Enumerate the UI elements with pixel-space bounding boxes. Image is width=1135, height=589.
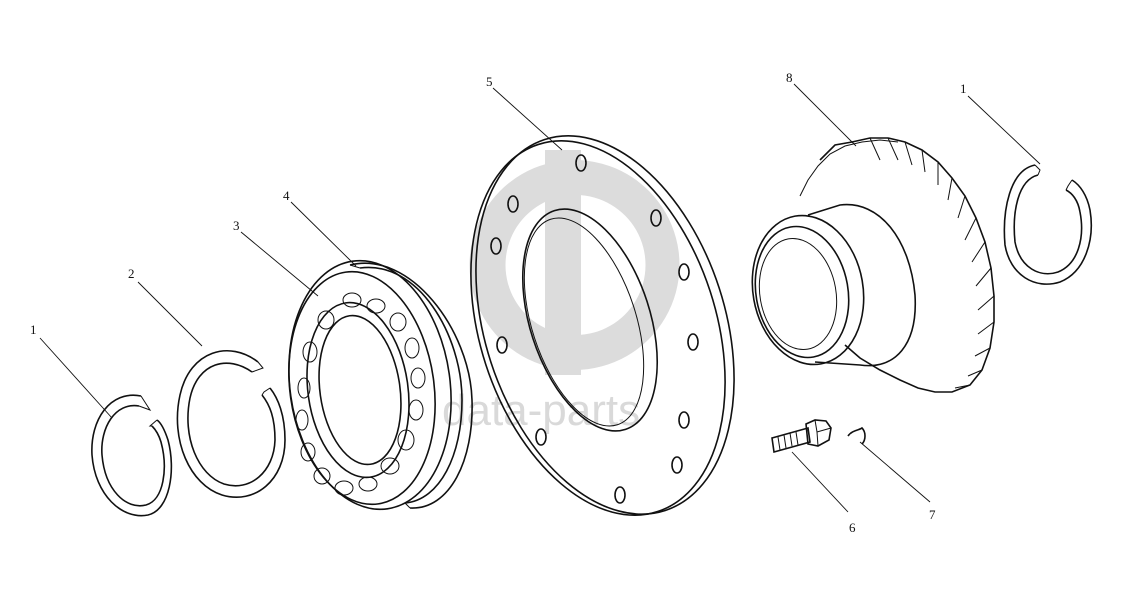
leader-5 [492,87,563,151]
callout-label-3: 3 [233,218,240,233]
leader-lines [39,83,1041,513]
callout-label-4: 4 [283,188,290,203]
leader-2 [137,281,203,347]
snap-ring-left [91,394,173,517]
callout-label-1a: 1 [30,322,37,337]
snap-ring-right [1003,164,1092,285]
lock-wire [847,426,866,445]
leader-7 [859,441,931,503]
bolt [771,419,832,454]
roller-bearing [288,259,452,511]
leader-6 [791,451,849,513]
callout-label-8: 8 [786,70,793,85]
watermark-text: data-parts [442,386,640,435]
watermark: data-parts [442,150,680,435]
callout-label-7: 7 [929,507,936,522]
gear-teeth [869,137,995,389]
bearing-rollers [295,292,426,496]
bearing-outer-race [349,262,473,509]
leader-1a [39,337,113,419]
retaining-ring [176,349,286,498]
callout-labels: 1 2 3 4 5 6 7 8 1 [30,70,967,535]
callout-label-6: 6 [849,520,856,535]
leader-1b [967,95,1041,165]
bearing-flange [470,135,735,516]
callout-label-5: 5 [486,74,493,89]
leader-4 [290,201,357,267]
leader-3 [240,231,319,297]
flange-bolt-holes [490,154,699,504]
callout-label-1b: 1 [960,81,967,96]
callout-label-2: 2 [128,266,135,281]
gear [751,137,995,393]
leader-8 [793,83,857,147]
dp-logo-mark [469,150,680,375]
